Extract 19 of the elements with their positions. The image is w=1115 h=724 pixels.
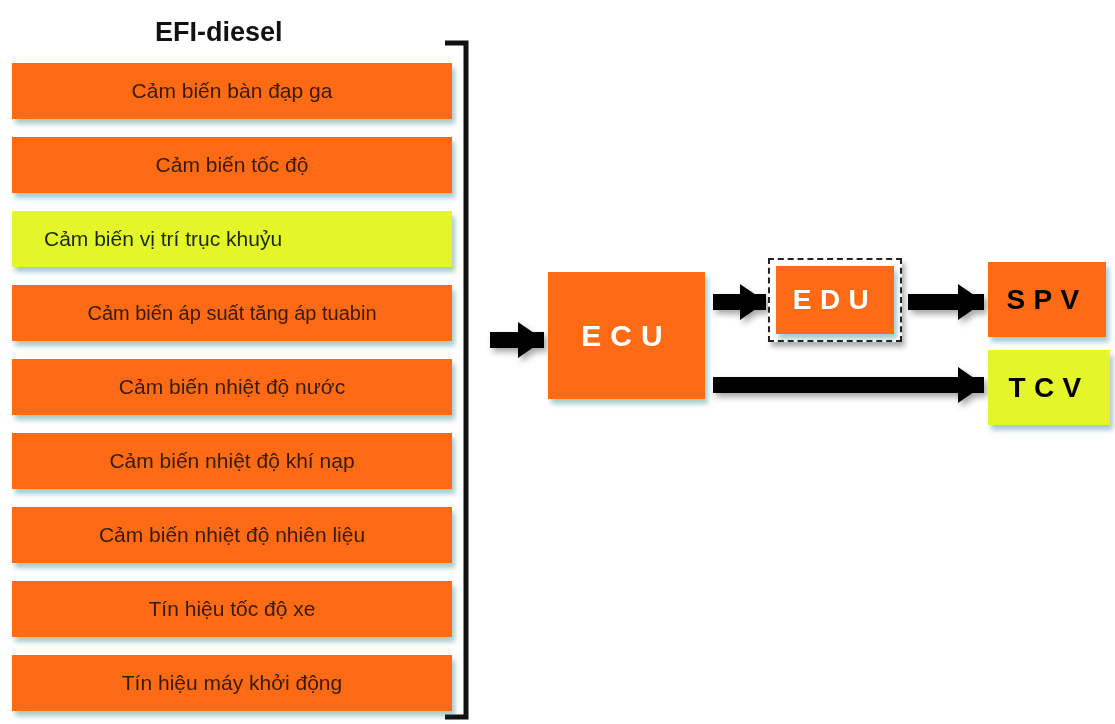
sensor-box: Tín hiệu tốc độ xe <box>12 581 452 637</box>
sensor-box: Cảm biến tốc độ <box>12 137 452 193</box>
block-arrow <box>713 367 984 403</box>
spv-box: SPV <box>988 262 1106 337</box>
tcv-box: TCV <box>988 350 1110 425</box>
dashed-frame <box>768 258 902 342</box>
sensor-box: Cảm biến nhiệt độ nước <box>12 359 452 415</box>
block-arrow <box>713 284 766 320</box>
ecu-box: ECU <box>548 272 705 399</box>
block-arrow <box>490 322 544 358</box>
block-arrow <box>908 284 984 320</box>
sensor-box: Cảm biến nhiệt độ khí nạp <box>12 433 452 489</box>
sensor-box: Tín hiệu máy khởi động <box>12 655 452 711</box>
diagram-title: EFI-diesel <box>155 16 283 49</box>
sensor-box: Cảm biến bàn đạp ga <box>12 63 452 119</box>
sensor-box: Cảm biến áp suất tăng áp tuabin <box>12 285 452 341</box>
sensor-box: Cảm biến vị trí trục khuỷu <box>12 211 452 267</box>
edu-box: EDU <box>776 266 894 334</box>
sensor-box: Cảm biến nhiệt độ nhiên liệu <box>12 507 452 563</box>
